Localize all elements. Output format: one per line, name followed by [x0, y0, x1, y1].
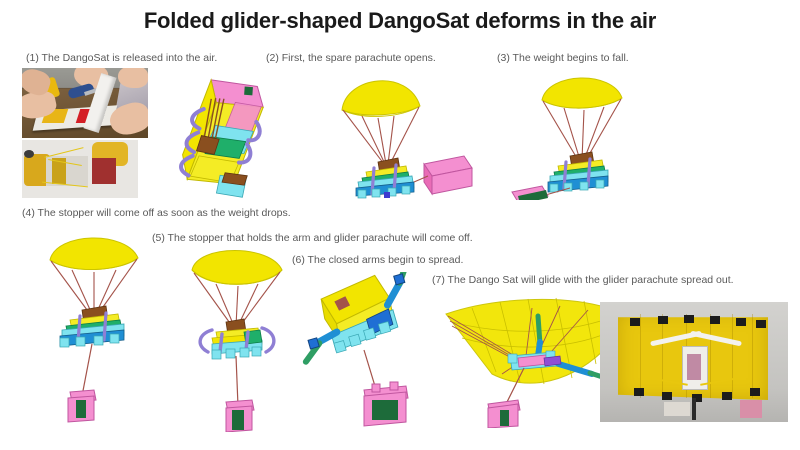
caption-step-4: (4) The stopper will come off as soon as… — [22, 207, 291, 219]
photo-assembly — [22, 68, 148, 138]
caption-step-5: (5) The stopper that holds the arm and g… — [152, 232, 473, 244]
cad-arms-spread — [302, 272, 411, 427]
photo-packed-sat — [22, 140, 138, 198]
caption-step-7: (7) The Dango Sat will glide with the gl… — [432, 274, 734, 286]
caption-step-1: (1) The DangoSat is released into the ai… — [26, 52, 218, 64]
caption-step-3: (3) The weight begins to fall. — [497, 52, 629, 64]
cad-spare-chute-open — [341, 80, 473, 199]
cad-arms-unlock — [191, 250, 283, 432]
caption-step-2: (2) First, the spare parachute opens. — [266, 52, 436, 64]
caption-step-6: (6) The closed arms begin to spread. — [292, 254, 464, 266]
photo-deployed-wing — [600, 302, 788, 422]
cad-weight-falling — [511, 77, 623, 200]
cad-stopper-off — [49, 237, 139, 423]
cad-folded — [179, 78, 264, 198]
page-title: Folded glider-shaped DangoSat deforms in… — [143, 8, 657, 33]
cad-glide — [445, 297, 614, 428]
